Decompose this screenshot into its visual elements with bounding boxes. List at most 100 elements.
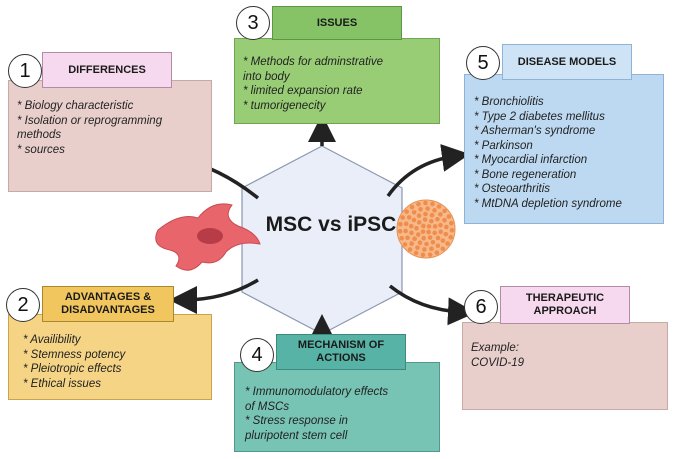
mechanism-item: pluripotent stem cell [245,429,348,442]
mechanism-number: 4 [251,343,263,366]
advantages-item: * Stemness potency [23,348,126,361]
ipsc-cell-dot [405,235,410,241]
ipsc-cell-dot [438,229,444,235]
advantages-item: * Ethical issues [23,377,101,390]
therapeutic-title-line1: THERAPEUTIC [525,292,605,304]
ipsc-cell-dot [421,235,426,241]
ipsc-cell-dot [403,221,409,227]
ipsc-cell-dot [406,215,412,220]
ipsc-cell-dot [434,250,440,255]
ipsc-cell-dot [403,228,408,234]
disease-item: * Bronchiolitis [474,96,544,108]
ipsc-cell-dot [429,212,435,218]
issues-title: ISSUES [272,6,402,40]
advantages-title-line2: DISADVANTAGES [61,304,155,316]
advantages-item: * Availibility [23,334,81,346]
ipsc-cell-dot [416,201,421,207]
differences-body: * Biology characteristic * Isolation or … [8,80,212,192]
ipsc-cell-dot [398,221,403,227]
ipsc-cell-dot [415,232,421,237]
disease-item: * Asherman's syndrome [474,125,596,137]
mechanism-item: of MSCs [245,400,290,413]
advantages-body: * Availibility * Stemness potency * Plei… [8,314,212,400]
ipsc-cell-dot [440,238,446,243]
disease-models-number: 5 [477,51,489,74]
ipsc-cell-dot [427,235,433,240]
differences-title-text: DIFFERENCES [68,63,146,76]
ipsc-cell-dot [440,246,446,252]
ipsc-cell-dot [413,250,419,256]
disease-models-title: DISEASE MODELS [502,44,632,80]
differences-item: * Isolation or reprogramming [17,114,163,127]
ipsc-cell-dot [397,229,403,234]
ipsc-cell-dot [444,224,449,230]
disease-item: * Osteoarthritis [474,183,551,195]
ipsc-cell-dot [448,234,453,240]
ipsc-cell-dot [442,217,447,223]
ipsc-cell-dot [421,223,426,229]
advantages-number-badge: 2 [6,288,40,322]
disease-models-number-badge: 5 [466,46,500,80]
advantages-number: 2 [17,293,29,316]
ipsc-cell-dot [443,231,449,237]
mechanism-title-line1: MECHANISM OF [297,339,385,351]
ipsc-cell-dot [412,236,417,242]
ipsc-cell-dot [426,229,431,235]
arrow-to-therapeutic [388,284,476,326]
ipsc-cell-dot [423,211,428,217]
mechanism-item: * Immunomodulatory effects [245,386,389,398]
ipsc-cell-dot [425,206,430,211]
differences-number-badge: 1 [8,54,42,88]
ipsc-cell-dot [420,252,426,258]
ipsc-cell-dot [435,243,441,249]
ipsc-cell-dot [422,217,428,222]
ipsc-cell-dot [400,215,405,220]
advantages-item: * Pleiotropic effects [23,363,122,375]
msc-cell-icon [155,203,261,271]
arrow-to-disease-models [386,144,470,198]
ipsc-cell-dot [426,224,432,229]
center-hexagon [241,145,403,335]
mechanism-body: * Immunomodulatory effects of MSCs * Str… [234,362,440,452]
ipsc-cell-dot [411,217,417,223]
disease-models-title-text: DISEASE MODELS [517,55,617,68]
ipsc-cell-dot [438,222,443,228]
therapeutic-body: Example: COVID-19 [462,322,668,410]
disease-item: * Type 2 diabetes mellitus [474,110,605,123]
ipsc-cell-dot [430,201,435,207]
ipsc-cell-dot [415,245,420,250]
ipsc-cell-dot [429,218,434,224]
therapeutic-item: COVID-19 [471,356,525,369]
ipsc-cell-dot [449,220,454,226]
ipsc-cell-dot [424,241,429,247]
ipsc-cell-dot [427,252,433,257]
therapeutic-title-line2: APPROACH [533,305,597,317]
mechanism-item: * Stress response in [245,415,348,427]
differences-item: methods [17,129,62,141]
ipsc-cell-dot [442,208,447,214]
ipsc-cell-dot [407,247,413,252]
ipsc-cell-dot [409,204,415,210]
ipsc-cell-dot [435,216,440,222]
mechanism-title: MECHANISM OF ACTIONS [276,334,406,370]
therapeutic-title: THERAPEUTIC APPROACH [500,286,630,324]
mechanism-number-badge: 4 [240,338,274,372]
ipsc-cell-dot [422,247,427,252]
ipsc-cell-icon [396,199,456,259]
ipsc-cell-dot [445,241,450,246]
ipsc-cell-dot [409,230,414,236]
ipsc-cell-dot [438,212,443,217]
issues-item: into body [243,70,290,83]
ipsc-cell-dot [432,208,437,213]
issues-number: 3 [247,11,259,34]
issues-item: * tumorigenecity [243,99,326,112]
therapeutic-number: 6 [475,295,487,318]
ipsc-cell-dot [409,241,414,246]
mechanism-title-line2: ACTIONS [316,352,366,364]
differences-item: * sources [17,143,65,156]
advantages-title: ADVANTAGES & DISADVANTAGES [42,286,174,322]
ipsc-cell-dot [423,200,428,206]
ipsc-cell-dot [429,246,434,252]
ipsc-cell-dot [414,225,419,231]
ipsc-cell-dot [416,220,422,225]
